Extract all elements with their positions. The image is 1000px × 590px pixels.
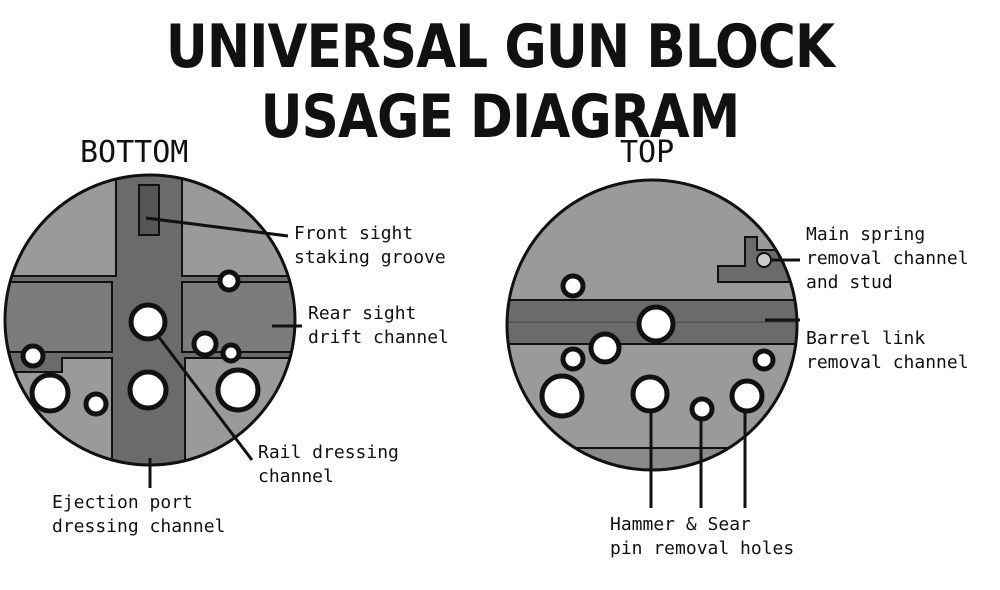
callout-ejection-port-line2: dressing channel — [52, 516, 225, 537]
top-leaders — [649, 258, 800, 508]
top-hole-center — [636, 304, 676, 344]
bottom-hole-center-upper — [128, 302, 168, 342]
callout-rail-dressing-line2: channel — [258, 466, 334, 487]
callout-main-spring-line3: and stud — [806, 272, 893, 293]
bottom-hole-left-large — [29, 372, 71, 414]
top-hole-upper-left — [560, 273, 586, 299]
top-view-label: TOP — [620, 135, 674, 170]
bottom-hole-center-lower — [127, 369, 169, 411]
bottom-hole-right-large — [215, 367, 261, 413]
top-view: TOP — [505, 135, 969, 559]
bottom-view-label: BOTTOM — [80, 135, 188, 170]
callout-barrel-link-line1: Barrel link — [806, 328, 925, 349]
callout-front-sight-line1: Front sight — [294, 223, 413, 244]
top-hole-left-small — [560, 346, 586, 372]
bottom-leaders — [145, 216, 302, 488]
top-hole-left-mid — [588, 331, 622, 365]
callout-rail-dressing-line1: Rail dressing — [258, 442, 399, 463]
bottom-hole-right-a — [191, 330, 219, 358]
bottom-holes — [20, 269, 261, 417]
callout-main-spring-line2: removal channel — [806, 248, 969, 269]
bottom-hole-upper-right — [217, 269, 241, 293]
bottom-block — [5, 175, 295, 465]
bottom-pad-mid-left — [5, 281, 113, 353]
bottom-hole-left-small — [20, 343, 46, 369]
bottom-hole-right-b — [220, 342, 242, 364]
trigger-pin-hole — [729, 378, 765, 414]
leader-front-sight — [145, 216, 289, 238]
callout-front-sight-line2: staking groove — [294, 247, 446, 268]
diagram-title: UNIVERSAL GUN BLOCK USAGE DIAGRAM — [165, 12, 835, 152]
sear-pin-hole — [689, 396, 715, 422]
front-sight-groove — [138, 184, 160, 236]
callout-rear-sight-line1: Rear sight — [308, 303, 416, 324]
hammer-pin-hole — [630, 374, 670, 414]
callout-hammer-sear-line2: pin removal holes — [610, 538, 794, 559]
callout-hammer-sear-line1: Hammer & Sear — [610, 514, 751, 535]
callout-rear-sight-line2: drift channel — [308, 327, 449, 348]
callout-barrel-link-line2: removal channel — [806, 352, 969, 373]
top-bottom-groove — [577, 447, 761, 470]
main-spring-stud — [756, 252, 772, 268]
bottom-hole-left-mid — [83, 391, 109, 417]
leader-rail-dressing — [156, 335, 254, 461]
callout-ejection-port-line1: Ejection port — [52, 492, 193, 513]
top-hole-left-large — [539, 373, 585, 419]
bottom-view: BOTTOM — [3, 135, 449, 537]
callout-main-spring-line1: Main spring — [806, 224, 925, 245]
top-hole-right-small — [752, 348, 776, 372]
top-holes — [539, 273, 776, 422]
